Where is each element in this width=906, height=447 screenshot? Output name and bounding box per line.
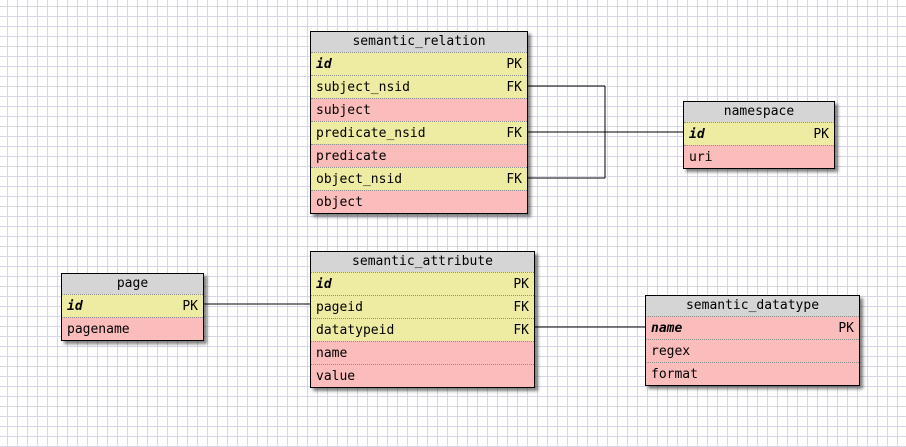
key-badge: PK bbox=[838, 320, 854, 336]
table-row: name bbox=[311, 341, 534, 364]
key-badge: FK bbox=[513, 299, 529, 315]
key-badge: FK bbox=[506, 125, 522, 141]
table-row: object_nsid FK bbox=[311, 167, 527, 190]
column-name: id bbox=[67, 298, 83, 314]
key-badge: FK bbox=[506, 171, 522, 187]
table-row: format bbox=[646, 362, 859, 385]
table-row: name PK bbox=[646, 316, 859, 339]
column-name: pagename bbox=[67, 321, 130, 337]
key-badge: PK bbox=[513, 276, 529, 292]
table-semantic-attribute: semantic_attribute id PK pageid FK datat… bbox=[310, 251, 535, 388]
table-semantic-relation: semantic_relation id PK subject_nsid FK … bbox=[310, 31, 528, 214]
column-name: id bbox=[316, 276, 332, 292]
table-row: uri bbox=[684, 145, 834, 168]
table-row: predicate_nsid FK bbox=[311, 121, 527, 144]
column-name: name bbox=[316, 345, 348, 361]
table-row: subject_nsid FK bbox=[311, 75, 527, 98]
table-row: datatypeid FK bbox=[311, 318, 534, 341]
table-row: id PK bbox=[62, 294, 203, 317]
column-name: id bbox=[689, 126, 705, 142]
column-name: subject_nsid bbox=[316, 79, 410, 95]
table-row: regex bbox=[646, 339, 859, 362]
table-row: id PK bbox=[311, 52, 527, 75]
key-badge: FK bbox=[513, 322, 529, 338]
table-title: semantic_datatype bbox=[646, 296, 859, 316]
key-badge: FK bbox=[506, 79, 522, 95]
column-name: pageid bbox=[316, 299, 363, 315]
column-name: predicate_nsid bbox=[316, 125, 426, 141]
table-row: pagename bbox=[62, 317, 203, 340]
table-title: page bbox=[62, 274, 203, 294]
column-name: value bbox=[316, 368, 356, 384]
column-name: datatypeid bbox=[316, 322, 395, 338]
table-title: semantic_attribute bbox=[311, 252, 534, 272]
column-name: uri bbox=[689, 149, 713, 165]
column-name: format bbox=[651, 366, 698, 382]
column-name: name bbox=[651, 320, 683, 336]
table-namespace: namespace id PK uri bbox=[683, 101, 835, 169]
column-name: object_nsid bbox=[316, 171, 403, 187]
table-row: id PK bbox=[684, 122, 834, 145]
column-name: subject bbox=[316, 102, 371, 118]
key-badge: PK bbox=[506, 56, 522, 72]
table-row: subject bbox=[311, 98, 527, 121]
table-row: pageid FK bbox=[311, 295, 534, 318]
table-row: id PK bbox=[311, 272, 534, 295]
table-title: namespace bbox=[684, 102, 834, 122]
table-row: object bbox=[311, 190, 527, 213]
column-name: id bbox=[316, 56, 332, 72]
key-badge: PK bbox=[182, 298, 198, 314]
table-title: semantic_relation bbox=[311, 32, 527, 52]
table-row: predicate bbox=[311, 144, 527, 167]
column-name: predicate bbox=[316, 148, 387, 164]
table-semantic-datatype: semantic_datatype name PK regex format bbox=[645, 295, 860, 386]
table-row: value bbox=[311, 364, 534, 387]
column-name: regex bbox=[651, 343, 691, 359]
column-name: object bbox=[316, 194, 363, 210]
key-badge: PK bbox=[813, 126, 829, 142]
table-page: page id PK pagename bbox=[61, 273, 204, 341]
